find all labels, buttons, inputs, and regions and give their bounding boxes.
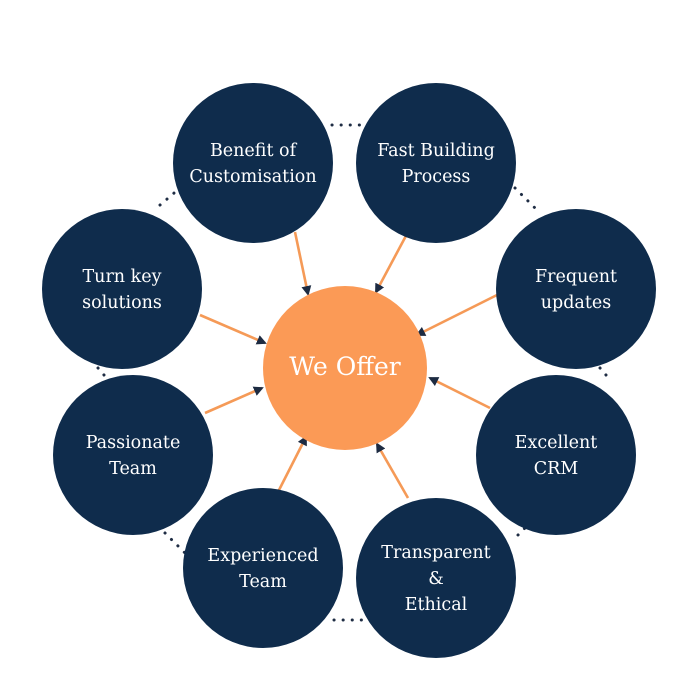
node-2: Frequent updates (496, 209, 656, 369)
center-hub: We Offer (263, 286, 427, 450)
node-circle (356, 498, 516, 658)
node-label-line: Team (109, 459, 157, 479)
arrow-1 (374, 231, 410, 294)
arrow-4 (375, 442, 410, 499)
node-4: Transparent & Ethical (356, 498, 516, 658)
node-label-line: Ethical (405, 595, 468, 615)
node-label-line: Excellent (515, 433, 598, 453)
node-label-line: Process (402, 167, 471, 187)
center-circle (263, 286, 427, 450)
node-label-line: Transparent (381, 543, 490, 563)
node-circle (173, 83, 333, 243)
node-circle (42, 209, 202, 369)
node-label-line: Fast Building (377, 141, 495, 161)
dotted-connector-1 (513, 186, 542, 215)
node-label-line: & (428, 569, 444, 589)
node-label-line: updates (541, 293, 611, 313)
arrow-0 (293, 231, 312, 296)
arrow-3 (428, 376, 491, 410)
dotted-connector-2 (598, 366, 608, 377)
node-label-line: Passionate (86, 433, 181, 453)
node-label-line: Team (239, 572, 287, 592)
node-label-line: Frequent (535, 267, 617, 287)
node-label-line: Experienced (207, 546, 318, 566)
arrow-7 (199, 313, 267, 345)
node-circle (356, 83, 516, 243)
node-0: Benefit of Customisation (173, 83, 333, 243)
center-label: We Offer (289, 352, 400, 381)
node-label-line: solutions (82, 293, 162, 313)
node-label-line: Benefit of (210, 141, 298, 161)
arrow-2 (415, 293, 498, 337)
node-circle (476, 375, 636, 535)
dotted-connector-5 (163, 531, 187, 555)
arrow-6 (204, 386, 264, 415)
node-7: Turn key solutions (42, 209, 202, 369)
node-label-line: CRM (534, 459, 579, 479)
arrows (199, 231, 498, 499)
dotted-connector-6 (96, 366, 106, 377)
dotted-connector-7 (158, 186, 182, 207)
arrow-5 (276, 435, 308, 493)
node-circle (496, 209, 656, 369)
node-circle (53, 375, 213, 535)
node-label-line: Customisation (189, 167, 316, 187)
node-circle (183, 488, 343, 648)
nodes: Benefit of Customisation Fast BuildingProc… (42, 83, 656, 658)
node-label-line: Turn key (83, 267, 162, 287)
dotted-ring (96, 123, 608, 622)
